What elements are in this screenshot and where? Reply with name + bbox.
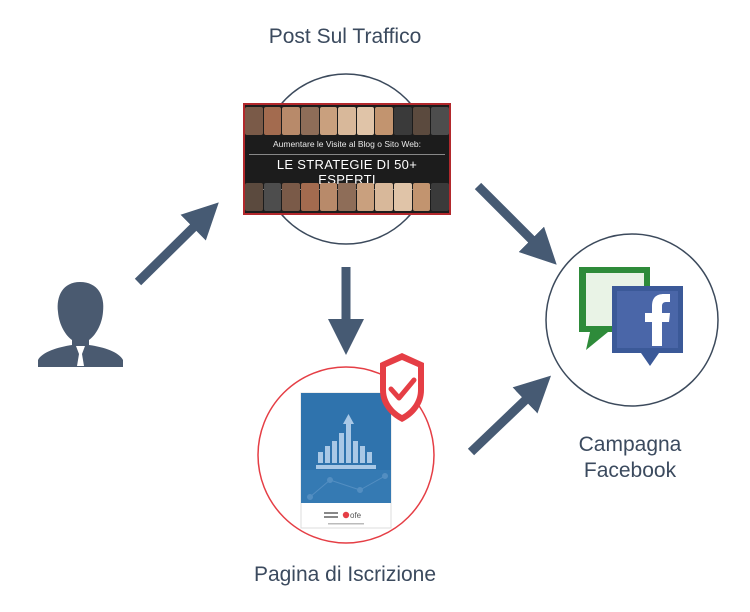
pagina-node-circle [257, 366, 435, 544]
portrait-tile [263, 183, 282, 211]
portrait-tile [282, 107, 300, 135]
campagna-node-label: Campagna Facebook [555, 432, 705, 484]
portrait-tile [319, 183, 338, 211]
ebook-brand-text: ofe [350, 511, 362, 520]
portrait-tile [300, 183, 319, 211]
portrait-tile [394, 183, 412, 211]
campagna-label-line1: Campagna [578, 433, 682, 456]
portrait-tile [263, 107, 282, 135]
portrait-tile [356, 107, 375, 135]
pagina-node-label: Pagina di Iscrizione [253, 563, 437, 586]
portrait-tile [431, 183, 449, 211]
arrow-user-to-post [134, 202, 219, 286]
facebook-icon [579, 267, 683, 366]
portrait-tile [375, 183, 394, 211]
banner-subtitle: Aumentare le Visite al Blog o Sito Web: [272, 139, 422, 149]
campagna-node-circle [545, 233, 719, 407]
user-icon [38, 282, 123, 367]
arrow-post-to-campagna [474, 182, 557, 265]
post-banner-image: Aumentare le Visite al Blog o Sito Web: … [243, 103, 451, 215]
post-node-label: Post Sul Traffico [268, 25, 422, 48]
portrait-tile [412, 107, 431, 135]
portrait-tile [338, 107, 356, 135]
portrait-tile [412, 183, 431, 211]
face-grid-top [245, 107, 449, 135]
portrait-tile [282, 183, 300, 211]
portrait-tile [245, 183, 263, 211]
ebook-cover: ofe [300, 392, 392, 529]
portrait-tile [375, 107, 394, 135]
portrait-tile [245, 107, 263, 135]
portrait-tile [300, 107, 319, 135]
portrait-tile [319, 107, 338, 135]
arrow-pagina-to-campagna [467, 375, 552, 456]
shield-check-icon [380, 353, 424, 422]
campagna-label-line2: Facebook [583, 459, 677, 482]
portrait-tile [356, 183, 375, 211]
portrait-tile [394, 107, 412, 135]
portrait-tile [431, 107, 449, 135]
face-grid-bottom [245, 183, 449, 211]
ebook-chart-graphic [316, 414, 376, 469]
portrait-tile [338, 183, 356, 211]
